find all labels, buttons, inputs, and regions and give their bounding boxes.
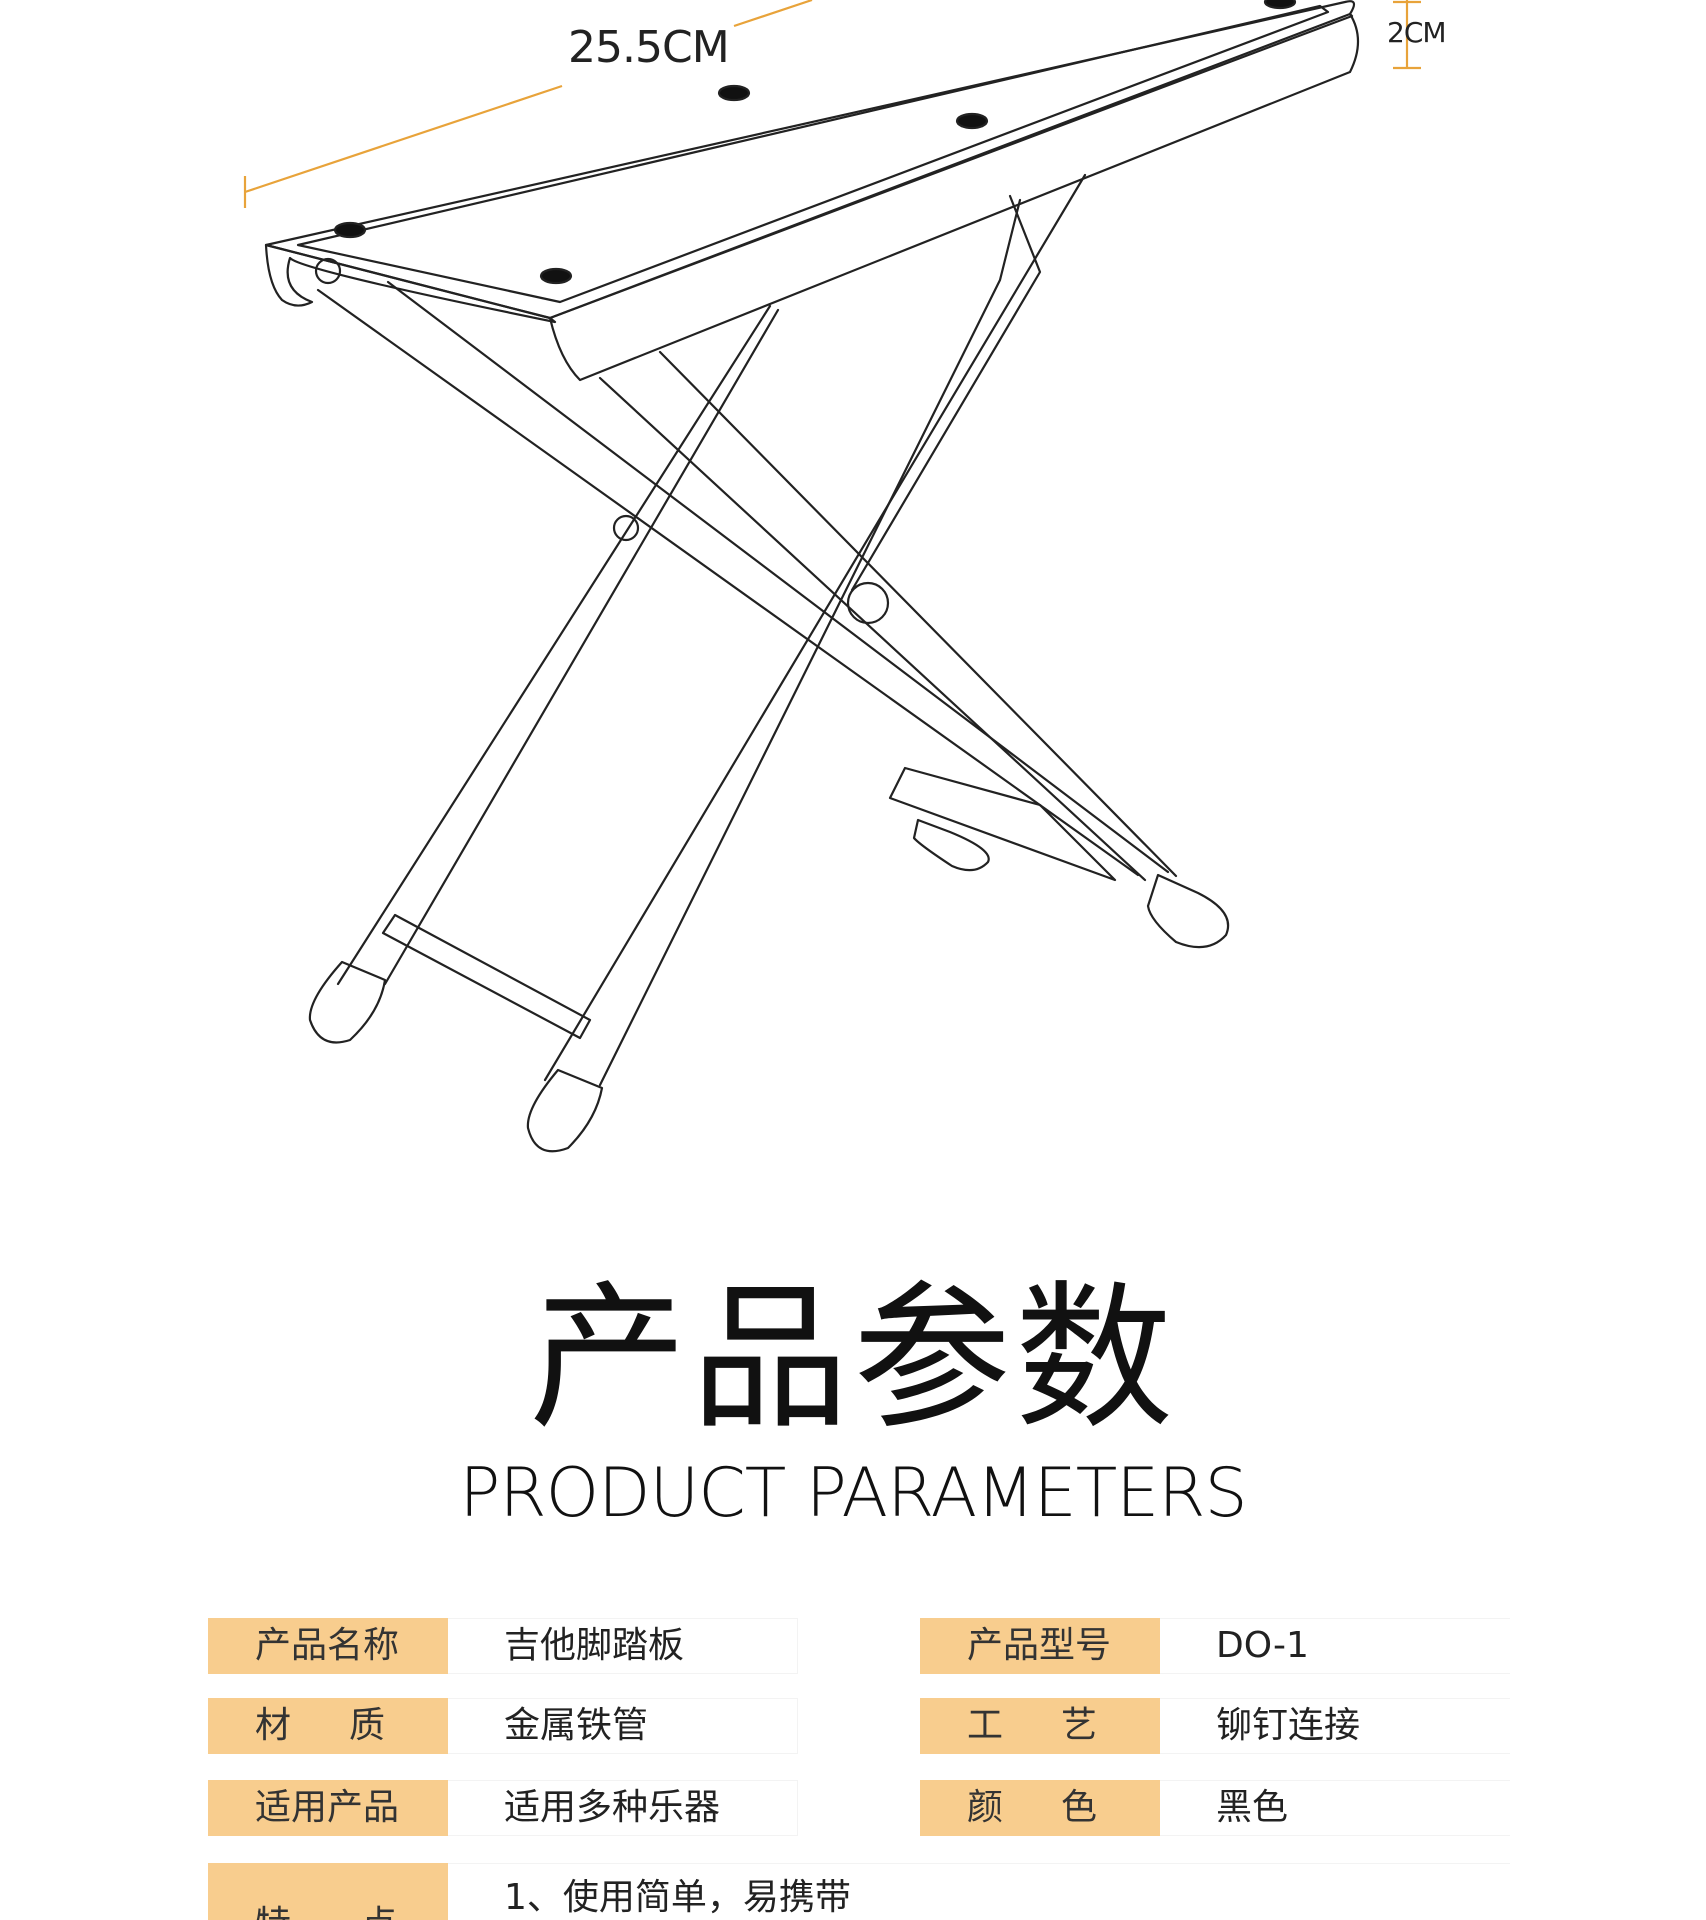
left-leg-b-edge	[598, 198, 1022, 1087]
left-leg-a-edge	[383, 308, 780, 986]
pedal-left-edge	[264, 243, 557, 324]
section-title-en: PRODUCT PARAMETERS	[459, 1454, 1247, 1533]
feature-label: 特点	[255, 1897, 448, 1920]
rubber-foot	[912, 818, 990, 872]
pivot-bolt	[612, 514, 640, 542]
left-strut	[381, 913, 592, 1040]
param-row-applicable: 适用产品 适用多种乐器 颜色 黑色	[0, 1780, 1706, 1836]
rubber-pad	[1263, 0, 1297, 10]
param-value: 黑色	[1160, 1780, 1510, 1836]
rubber-foot	[1146, 873, 1230, 949]
param-label: 工艺	[920, 1698, 1160, 1754]
param-value: DO-1	[1160, 1618, 1510, 1674]
param-row-name: 产品名称 吉他脚踏板 产品型号 DO-1	[0, 1618, 1706, 1674]
front-leg-b	[598, 376, 1147, 882]
pedal-top-inner	[296, 4, 1330, 304]
rear-leg-a-edge	[386, 280, 1170, 874]
left-leg-b	[543, 173, 1087, 1082]
rubber-pad	[539, 267, 573, 285]
pedal-top-face	[264, 0, 1356, 320]
left-leg-a	[336, 304, 772, 986]
thickness-dimension-label: 2CM	[1387, 16, 1447, 49]
param-label: 材质	[208, 1698, 448, 1754]
param-value: 金属铁管	[448, 1698, 798, 1754]
param-row-material: 材质 金属铁管 工艺 铆钉连接	[0, 1698, 1706, 1754]
param-value: 铆钉连接	[1160, 1698, 1510, 1754]
pedal-front-edge	[548, 12, 1360, 382]
param-value: 适用多种乐器	[448, 1780, 798, 1836]
rubber-foot	[526, 1068, 604, 1153]
feature-item: 1、使用简单，易携带	[448, 1863, 1510, 1920]
section-title-cn: 产品参数	[529, 1267, 1177, 1451]
param-label: 适用产品	[208, 1780, 448, 1836]
rubber-foot	[308, 960, 387, 1044]
front-leg-b-edge	[658, 350, 1178, 878]
param-label: 产品名称	[208, 1618, 448, 1674]
length-dimension-line	[244, 84, 563, 194]
rubber-pad	[333, 221, 367, 239]
pivot-bolt	[846, 581, 890, 625]
rubber-pad	[717, 84, 751, 102]
param-label: 颜色	[920, 1780, 1160, 1836]
length-dimension-label: 25.5CM	[568, 22, 730, 73]
length-dimension-line	[733, 0, 813, 28]
rear-leg-a	[316, 288, 1140, 877]
feature-label-box: 特点	[208, 1863, 448, 1920]
rubber-pad	[955, 112, 989, 130]
right-strut	[888, 766, 1117, 882]
hinge-circle	[314, 257, 342, 285]
param-label: 产品型号	[920, 1618, 1160, 1674]
param-value: 吉他脚踏板	[448, 1618, 798, 1674]
left-leg-inner	[850, 194, 1042, 592]
footrest-illustration	[243, 0, 1421, 1153]
